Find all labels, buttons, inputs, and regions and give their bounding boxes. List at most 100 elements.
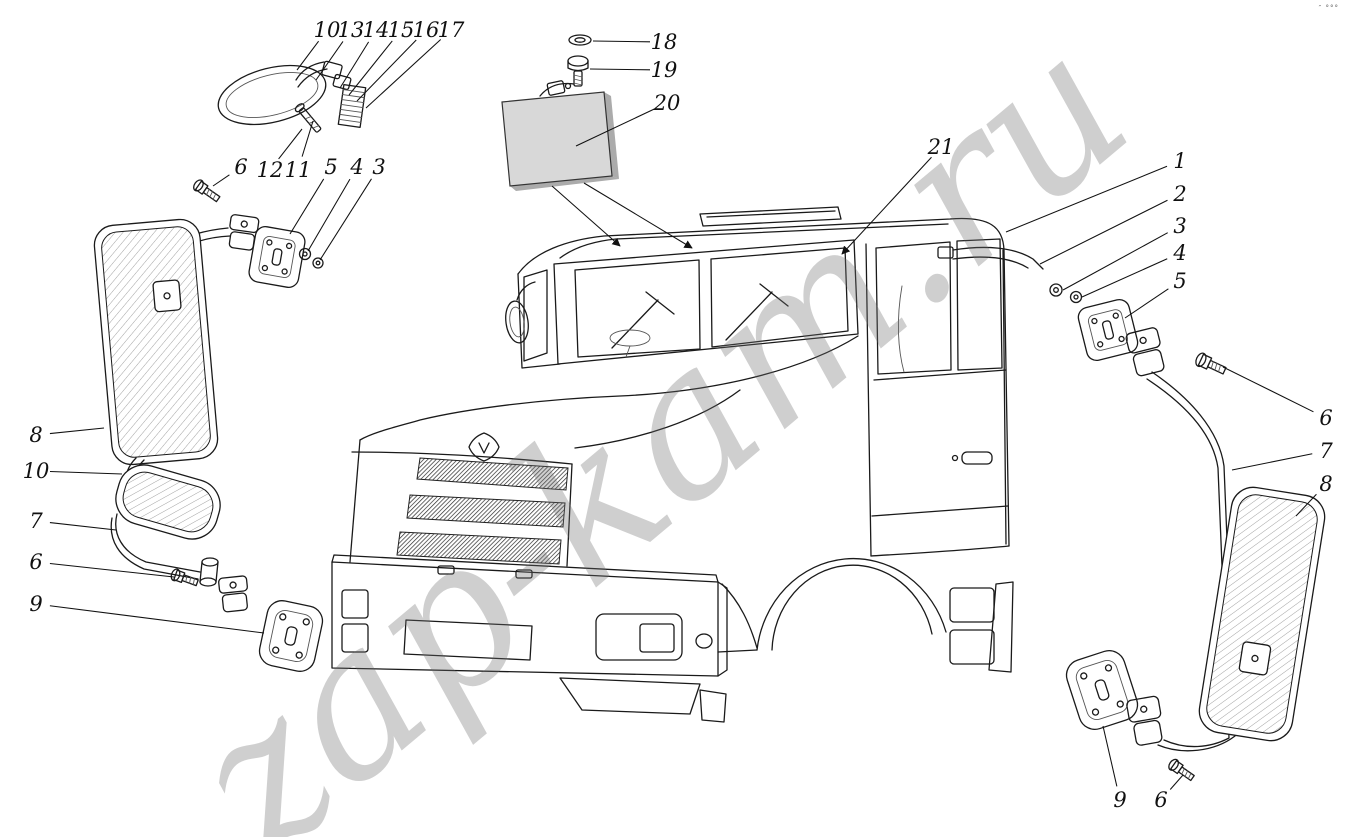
main-mirror xyxy=(1198,486,1326,742)
lower-arm xyxy=(110,513,201,580)
callout-3: 3 xyxy=(372,155,385,179)
visor-washer xyxy=(568,34,592,46)
callout-15: 15 xyxy=(388,18,415,42)
callout-3: 3 xyxy=(1173,214,1186,238)
install-arrow xyxy=(583,182,693,249)
interior-mirror xyxy=(217,64,327,126)
leader-line-10 xyxy=(49,470,123,475)
leader-line-8 xyxy=(49,427,105,435)
leader-line-17 xyxy=(365,39,442,109)
windshield-left-pane xyxy=(574,259,701,358)
leader-line-11 xyxy=(301,120,314,157)
mirror-glass xyxy=(1206,494,1318,734)
cab-step xyxy=(949,587,995,623)
leader-line-19 xyxy=(589,68,651,71)
left-mirror-assembly xyxy=(93,179,324,672)
mirror-clamp-plate xyxy=(332,73,352,91)
truck-cab-drawing xyxy=(331,206,1044,723)
callout-12: 12 xyxy=(257,158,284,182)
callout-5: 5 xyxy=(324,155,337,179)
leader-line-6 xyxy=(212,174,230,187)
wheel-arch xyxy=(756,557,947,651)
fog-lamp xyxy=(695,633,713,649)
leader-line-4 xyxy=(1081,258,1168,298)
callout-6: 6 xyxy=(1154,788,1167,812)
leader-line-8 xyxy=(1295,493,1317,517)
wipers xyxy=(611,283,789,349)
mirror-spring xyxy=(337,84,367,128)
bolt xyxy=(193,179,221,203)
install-arrow xyxy=(551,185,621,247)
brand-emblem xyxy=(468,432,500,462)
mirror-hinge-pin xyxy=(294,103,322,133)
leader-line-3 xyxy=(319,178,372,261)
leader-line-18 xyxy=(592,40,651,43)
leader-line-21 xyxy=(841,156,932,255)
wide-angle-mirror xyxy=(115,464,221,540)
leader-line-13 xyxy=(315,41,344,81)
mirror-glass xyxy=(122,471,214,533)
bolt xyxy=(1168,758,1195,782)
callout-4: 4 xyxy=(349,155,363,179)
callout-6: 6 xyxy=(29,550,42,574)
leader-line-14 xyxy=(339,41,370,89)
arm-hinge-bracket xyxy=(218,575,248,613)
mud-flap xyxy=(988,581,1014,673)
leader-line-20 xyxy=(575,108,655,147)
corner-mark: ″ °°° xyxy=(1318,4,1339,12)
leader-line-16 xyxy=(356,39,417,102)
mirror-glass xyxy=(101,226,211,458)
sun-visor-assembly xyxy=(501,34,693,249)
callout-13: 13 xyxy=(338,18,365,42)
bolt xyxy=(1195,352,1227,375)
callout-17: 17 xyxy=(438,18,465,42)
door-window xyxy=(875,241,952,375)
pillar-mirror xyxy=(505,300,529,344)
callout-8: 8 xyxy=(1319,472,1332,496)
callout-1: 1 xyxy=(1173,149,1186,173)
leader-line-2 xyxy=(1039,199,1168,265)
rear-quarter-window xyxy=(956,238,1003,371)
callout-11: 11 xyxy=(285,158,312,182)
callout-5: 5 xyxy=(1173,269,1186,293)
bracket-gasket-pad xyxy=(1065,650,1139,730)
cab-step xyxy=(949,629,995,665)
callout-4: 4 xyxy=(1172,241,1186,265)
hood-line xyxy=(359,335,859,441)
bracket-gasket-pad xyxy=(1077,298,1139,362)
leader-line-6 xyxy=(49,562,175,578)
leader-line-15 xyxy=(348,40,393,96)
sun-visor xyxy=(501,91,613,187)
license-plate-recess xyxy=(403,619,533,661)
windshield-right-pane xyxy=(710,247,849,348)
headlamp-recess xyxy=(595,613,683,661)
leader-line-9 xyxy=(1102,725,1118,787)
door-seam xyxy=(865,243,872,557)
cab-roof-outline xyxy=(517,217,1010,547)
callout-9: 9 xyxy=(1113,788,1126,812)
leader-line-5 xyxy=(1124,288,1169,319)
right-mirror-assembly xyxy=(1049,283,1326,782)
steering-wheel xyxy=(609,329,651,347)
callout-7: 7 xyxy=(29,509,43,533)
bracket-gasket-pad xyxy=(258,600,324,672)
door-handle xyxy=(961,451,993,465)
leader-line-5 xyxy=(289,178,325,235)
callout-10: 10 xyxy=(23,459,50,483)
grille-bar xyxy=(416,457,569,491)
leader-line-6 xyxy=(1222,366,1314,413)
callout-19: 19 xyxy=(651,58,678,82)
washer xyxy=(1049,283,1063,297)
grille-bar xyxy=(396,531,562,565)
callout-9: 9 xyxy=(29,592,42,616)
left-quarter-window xyxy=(523,269,548,362)
leader-line-9 xyxy=(49,605,265,634)
washer xyxy=(312,257,324,269)
visor-screw xyxy=(567,55,589,87)
mirror-clamp-plate xyxy=(321,60,343,80)
callout-16: 16 xyxy=(413,18,440,42)
arm-hinge-bracket xyxy=(1126,695,1163,746)
grille-bar xyxy=(406,494,566,528)
